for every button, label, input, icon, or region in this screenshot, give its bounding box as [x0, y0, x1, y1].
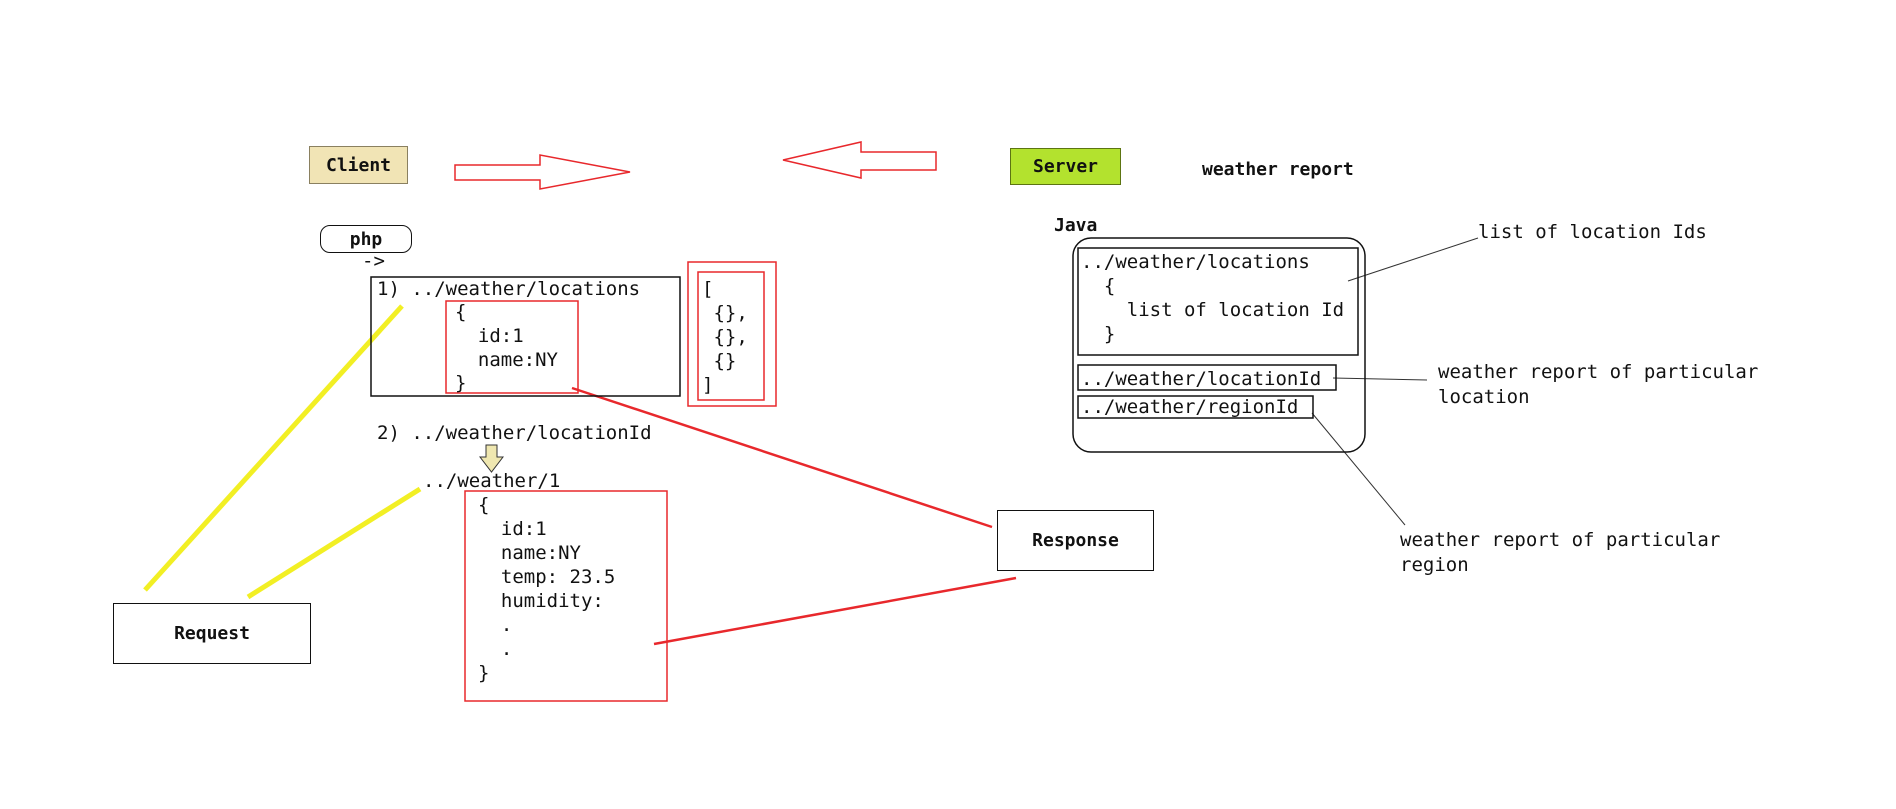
annotation-location-report-line: weather report of particular [1438, 361, 1759, 383]
array-inner-box [697, 271, 765, 401]
endpoint1-label: 1) ../weather/locations [377, 278, 641, 300]
response-line-1 [571, 386, 993, 529]
java-label: Java [1054, 215, 1098, 236]
array-body-line: ] [702, 374, 714, 396]
endpoint1-body-line: { [455, 301, 467, 323]
server-locations-body-line: { [1081, 275, 1116, 297]
leader-region-report [1311, 412, 1406, 526]
server-endpoints-container [1072, 237, 1366, 453]
example-body-line: . [478, 638, 513, 660]
endpoint1-object-box [445, 300, 579, 394]
endpoint1-body-line: id:1 [455, 325, 524, 347]
response-tag: Response [997, 510, 1154, 571]
left-arrow [782, 141, 937, 179]
endpoint1-box [370, 276, 681, 397]
annotation-region-report-line: region [1400, 554, 1469, 576]
server-locations-url: ../weather/locations [1081, 251, 1310, 273]
endpoint1-body-line: } [455, 372, 467, 394]
example-response-box [464, 490, 668, 702]
server-location-id-url: ../weather/locationId [1081, 368, 1322, 390]
array-outer-box [687, 261, 777, 407]
example-body-line: temp: 23.5 [478, 566, 616, 588]
annotation-region-report-line: weather report of particular [1400, 529, 1721, 551]
right-arrow [454, 154, 631, 190]
server-locations-body-line: } [1081, 323, 1116, 345]
array-body-line: {}, [702, 326, 748, 348]
example-body-line: { [478, 494, 490, 516]
example-url: ../weather/1 [423, 470, 561, 492]
leader-location-report [1332, 377, 1428, 381]
example-body-line: name:NY [478, 542, 581, 564]
server-region-id-box [1077, 395, 1314, 419]
array-body-line: [ [702, 278, 714, 300]
request-tag: Request [113, 603, 311, 664]
annotation-list-ids: list of location Ids [1478, 221, 1707, 243]
server-locations-body-line: list of location Id [1081, 299, 1345, 321]
endpoint2-label: 2) ../weather/locationId [377, 422, 652, 444]
page-title: weather report [1202, 159, 1354, 180]
server-region-id-url: ../weather/regionId [1081, 396, 1299, 418]
annotation-location-report-line: location [1438, 386, 1530, 408]
example-body-line: humidity: [478, 590, 604, 612]
php-arrow: -> [362, 250, 385, 272]
php-tag: php [320, 225, 412, 253]
down-arrow [478, 444, 505, 473]
server-location-id-box [1077, 364, 1337, 391]
request-line-2 [246, 486, 422, 600]
leader-list-ids [1347, 237, 1479, 282]
example-body-line: . [478, 614, 513, 636]
example-body-line: } [478, 662, 490, 684]
client-tag: Client [309, 146, 408, 184]
request-line-1 [143, 304, 404, 592]
server-tag: Server [1010, 148, 1121, 185]
example-body-line: id:1 [478, 518, 547, 540]
endpoint1-body-line: name:NY [455, 349, 558, 371]
server-locations-box [1077, 247, 1359, 356]
array-body-line: {} [702, 350, 737, 372]
array-body-line: {}, [702, 302, 748, 324]
response-line-2 [653, 576, 1017, 646]
